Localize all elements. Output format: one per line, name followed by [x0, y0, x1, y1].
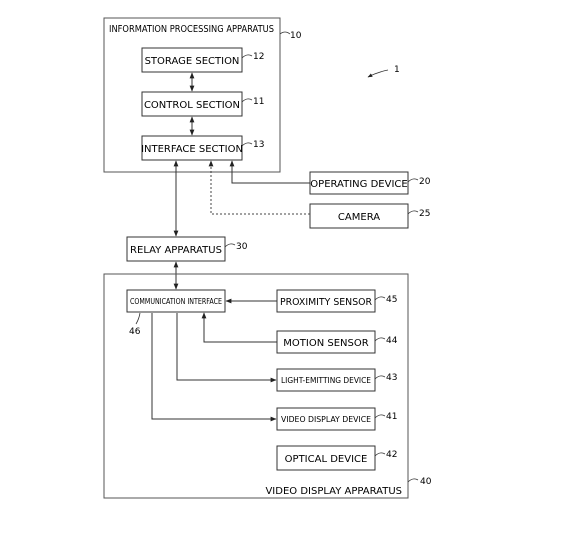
relay-apparatus-label: RELAY APPARATUS [130, 245, 222, 256]
video-display-device-label: VIDEO DISPLAY DEVICE [281, 415, 371, 424]
camera-box [309, 203, 409, 229]
motion-sensor-ref: 44 [386, 336, 398, 346]
storage-section-leader [241, 54, 253, 59]
comm-interface-leader [135, 312, 141, 325]
control-section-ref: 11 [253, 97, 264, 107]
video-display-device-connector [151, 313, 277, 422]
optical-device-ref: 42 [386, 450, 397, 460]
storage-section-box [141, 47, 243, 73]
control-section-box [141, 91, 243, 117]
motion-sensor-leader [374, 337, 386, 342]
operating-device-leader [407, 178, 419, 183]
proximity-sensor-ref: 45 [386, 295, 397, 305]
motion-sensor-label: MOTION SENSOR [283, 338, 368, 349]
info-apparatus-leader [279, 31, 291, 35]
camera-ref: 25 [419, 209, 430, 219]
camera-leader [407, 210, 419, 215]
control-section-leader [241, 98, 253, 103]
comm-interface-ref: 46 [129, 327, 141, 337]
interface-section-box [141, 135, 243, 161]
relay-apparatus-box [126, 236, 226, 262]
video-display-device-leader [374, 414, 386, 419]
comm-interface-label: COMMUNICATION INTERFACE [130, 297, 222, 306]
proximity-sensor-label: PROXIMITY SENSOR [280, 297, 372, 308]
info-apparatus-frame [103, 17, 281, 173]
operating-device-label: OPERATING DEVICE [310, 179, 407, 190]
relay-apparatus-ref: 30 [236, 242, 248, 252]
optical-device-label: OPTICAL DEVICE [285, 454, 368, 465]
video-apparatus-frame [103, 273, 409, 499]
storage-section-ref: 12 [253, 52, 264, 62]
optical-device-leader [374, 452, 386, 457]
operating-device-ref: 20 [419, 177, 431, 187]
interface-section-leader [241, 142, 253, 147]
relay-apparatus-leader [224, 243, 236, 248]
light-emitting-device-box [276, 368, 376, 392]
video-apparatus-title: VIDEO DISPLAY APPARATUS [265, 486, 402, 497]
video-display-device-box [276, 407, 376, 431]
system-ref: 1 [394, 65, 400, 75]
interface-section-ref: 13 [253, 140, 264, 150]
comm-interface-box [126, 289, 226, 313]
optical-device-box [276, 445, 376, 471]
info-apparatus-title: INFORMATION PROCESSING APPARATUS [109, 24, 274, 35]
proximity-sensor-leader [374, 296, 386, 301]
operating-device-connector [229, 160, 310, 184]
storage-section-label: STORAGE SECTION [145, 56, 240, 67]
light-emitting-device-leader [374, 375, 386, 380]
video-apparatus-ref: 40 [420, 477, 432, 487]
video-apparatus-leader [407, 478, 419, 483]
video-display-device-ref: 41 [386, 412, 397, 422]
light-emitting-device-ref: 43 [386, 373, 397, 383]
control-section-label: CONTROL SECTION [144, 100, 240, 111]
motion-sensor-connector [201, 312, 277, 343]
light-emitting-device-connector [176, 313, 277, 383]
camera-label: CAMERA [338, 212, 380, 223]
interface-section-label: INTERFACE SECTION [141, 144, 243, 155]
system-leader-arrow [367, 69, 389, 78]
camera-connector [208, 160, 310, 215]
light-emitting-device-label: LIGHT-EMITTING DEVICE [281, 376, 371, 385]
info-apparatus-ref: 10 [290, 31, 302, 41]
